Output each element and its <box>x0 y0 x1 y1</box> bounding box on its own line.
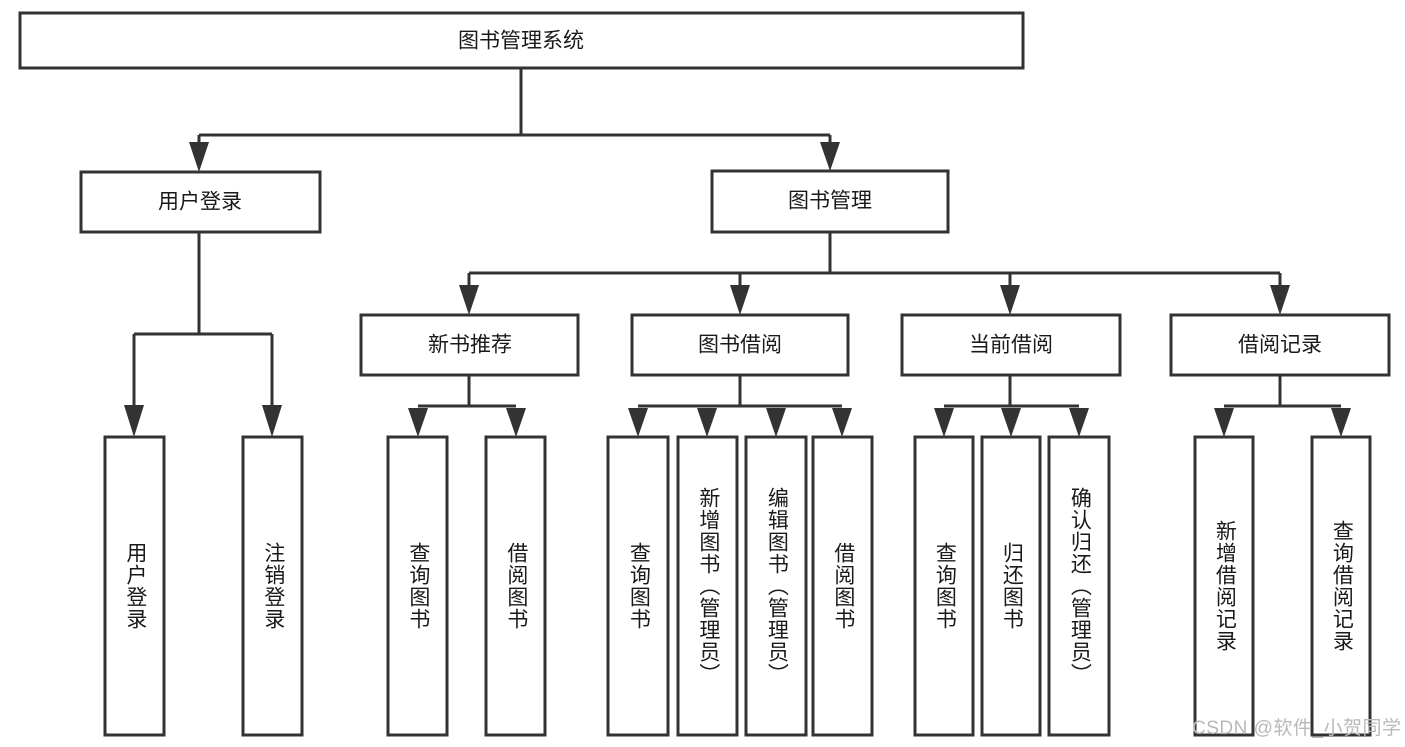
node-leaf-confirm-return-rect[interactable] <box>1047 435 1111 737</box>
node-leaf-add-book-rect[interactable] <box>676 435 739 737</box>
leaf-node-rects <box>103 435 1372 737</box>
node-login-rect[interactable] <box>79 170 322 234</box>
edge-group-login-to-leaves <box>124 232 282 437</box>
node-root[interactable]: 图书管理系统 <box>18 11 1025 70</box>
node-leaf-edit-book-rect[interactable] <box>744 435 808 737</box>
edge-group-bookmgmt-to-level2 <box>459 232 1290 315</box>
node-leaf-return-book-rect[interactable] <box>980 435 1042 737</box>
arrow-head-login <box>189 142 209 172</box>
node-records-label: 借阅记录 <box>1238 334 1322 357</box>
edge-group-records-to-leaves <box>1214 375 1351 437</box>
node-current-rect[interactable] <box>900 313 1122 377</box>
arrow-head-leaf-query-book-1 <box>408 408 428 437</box>
node-leaf-query-book-2-rect[interactable] <box>606 435 670 737</box>
arrow-head-leaf-query-record <box>1331 408 1351 437</box>
arrow-head-leaf-edit-book <box>766 408 786 437</box>
arrow-head-leaf-add-book <box>697 408 717 437</box>
arrow-head-newbook <box>459 285 479 315</box>
node-bookmgmt[interactable]: 图书管理 <box>710 169 950 234</box>
node-borrow-rect[interactable] <box>630 313 850 377</box>
node-leaf-add-record-rect[interactable] <box>1193 435 1255 737</box>
arrow-head-leaf-confirm-return <box>1069 408 1089 437</box>
node-borrow[interactable]: 图书借阅 <box>630 313 850 377</box>
node-leaf-borrow-book-2-rect[interactable] <box>811 435 874 737</box>
arrow-head-bookmgmt <box>820 142 840 171</box>
edge-group-current-to-leaves <box>934 375 1089 437</box>
arrow-head-records <box>1270 285 1290 315</box>
node-leaf-query-record-rect[interactable] <box>1310 435 1372 737</box>
node-leaf-query-book-1-rect[interactable] <box>386 435 449 737</box>
edge-group-borrow-to-leaves <box>628 375 852 437</box>
node-newbook-label: 新书推荐 <box>428 334 512 357</box>
edge-group-newbook-to-leaves <box>408 375 526 437</box>
node-root-label: 图书管理系统 <box>458 30 584 53</box>
node-leaf-query-book-3-rect[interactable] <box>913 435 975 737</box>
node-root-rect[interactable] <box>18 11 1025 70</box>
arrow-head-leaf-user-login <box>124 405 144 437</box>
arrow-head-leaf-borrow-book-1 <box>506 408 526 437</box>
node-current[interactable]: 当前借阅 <box>900 313 1122 377</box>
node-login-label: 用户登录 <box>158 191 242 214</box>
node-leaf-user-login-rect[interactable] <box>103 435 166 737</box>
csdn-watermark: CSDN @软件_小贺同学 <box>1192 718 1402 739</box>
arrow-head-leaf-query-book-3 <box>934 408 954 437</box>
node-records-rect[interactable] <box>1169 313 1391 377</box>
node-newbook[interactable]: 新书推荐 <box>359 313 580 377</box>
node-bookmgmt-label: 图书管理 <box>788 190 872 213</box>
node-leaf-logout-rect[interactable] <box>241 435 304 737</box>
node-login[interactable]: 用户登录 <box>79 170 322 234</box>
arrow-head-leaf-logout <box>262 405 282 437</box>
arrow-head-leaf-return-book <box>1001 408 1021 437</box>
arrow-head-borrow <box>730 285 750 315</box>
node-newbook-rect[interactable] <box>359 313 580 377</box>
node-current-label: 当前借阅 <box>969 334 1053 357</box>
arrow-head-leaf-borrow-book-2 <box>832 408 852 437</box>
node-leaf-borrow-book-1-rect[interactable] <box>484 435 547 737</box>
arrow-head-leaf-query-book-2 <box>628 408 648 437</box>
arrow-head-leaf-add-record <box>1214 408 1234 437</box>
node-borrow-label: 图书借阅 <box>698 334 782 357</box>
node-bookmgmt-rect[interactable] <box>710 169 950 234</box>
arrow-head-current <box>1000 285 1020 315</box>
edge-group-root-to-level1 <box>189 68 840 172</box>
node-records[interactable]: 借阅记录 <box>1169 313 1391 377</box>
